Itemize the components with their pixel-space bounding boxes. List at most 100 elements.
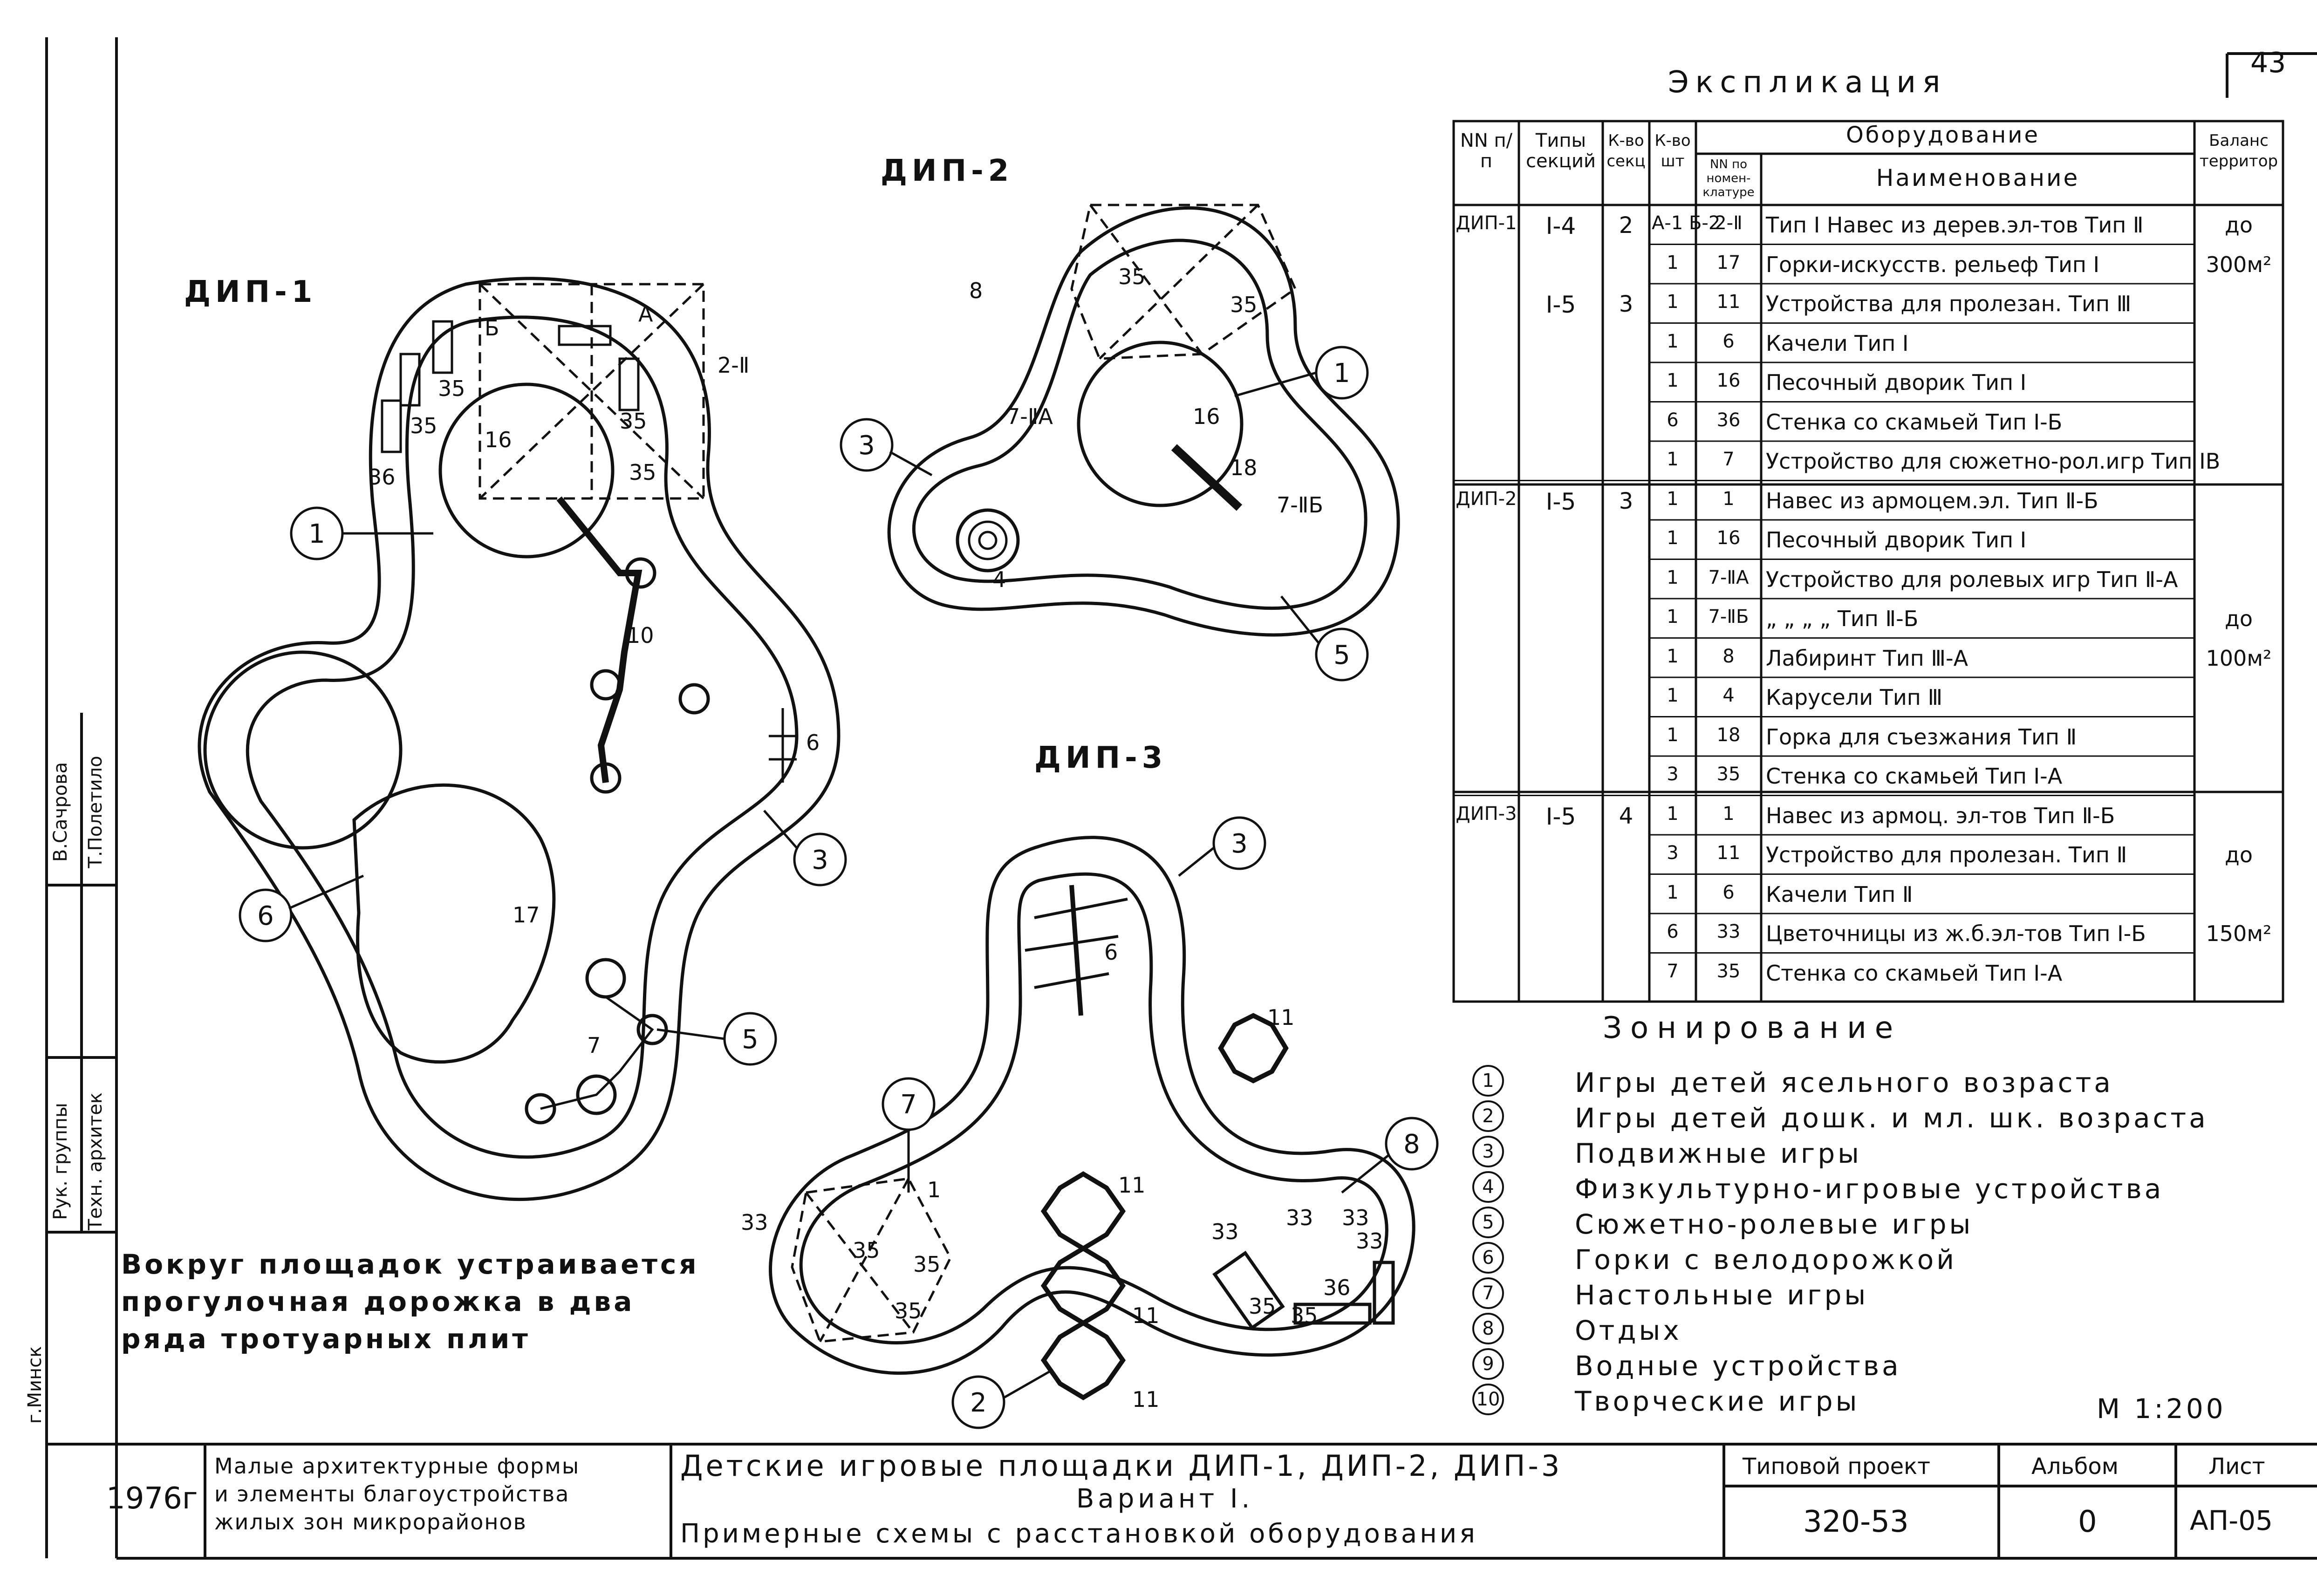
explication-cell-no: 18 [1716,724,1741,746]
explication-cell-sec: 4 [1619,803,1634,829]
dip2-title: ДИП-2 [881,154,1014,188]
dip1-label-35b: 35 [410,413,437,438]
dip1-label-b: Б [485,315,499,341]
dip1-label-36: 36 [368,464,396,490]
dip3-label-33e: 33 [1356,1228,1383,1254]
dip1-callout-5: 5 [742,1024,759,1055]
tb-title-1: Детские игровые площадки ДИП-1, ДИП-2, Д… [680,1449,1563,1483]
explication-cell-no: 35 [1716,764,1741,785]
explication-cell-type: I-4 [1545,212,1576,239]
dip2-label-18: 18 [1230,455,1258,480]
zone-number-badge: 8 [1472,1313,1504,1344]
dip2-label-35a: 35 [1118,264,1146,289]
note-line-2: прогулочная дорожка в два [121,1286,635,1317]
dip1-title: ДИП-1 [184,275,317,309]
zone-label: Физкультурно-игровые устройства [1575,1173,2164,1205]
explication-cell-sec: 3 [1619,291,1634,317]
dip1-label-35d: 35 [629,460,656,485]
tb-album-label: Альбом [2031,1453,2119,1480]
explication-cell-no: 4 [1722,685,1735,706]
dip3-label-35c: 35 [853,1238,880,1263]
note-line-1: Вокруг площадок устраивается [121,1248,699,1280]
explication-cell-qty: 1 [1667,449,1679,470]
explication-cell-no: 16 [1716,527,1741,549]
explication-cell-no: 2-Ⅱ [1715,212,1743,234]
explication-cell-qty: 1 [1667,527,1679,549]
dip3-label-11b: 11 [1118,1173,1146,1198]
explication-title: Экспликация [1668,65,1947,100]
explication-cell-name: Стенка со скамьей Тип I-А [1766,960,2063,986]
explication-cell-name: Навес из армоц. эл-тов Тип Ⅱ-Б [1766,803,2115,828]
dip3-path-inner [799,872,1388,1344]
scale-label: М 1:200 [2097,1393,2226,1425]
explication-cell-name: Стенка со скамьей Тип I-А [1766,764,2063,789]
dip1-path-inner [246,315,799,1159]
zone-number-badge: 4 [1472,1171,1504,1203]
explication-cell-qty: 7 [1667,960,1679,982]
dip1-label-35c: 35 [620,409,647,434]
zoning-title: Зонирование [1603,1011,1902,1045]
explication-cell-dip: ДИП-1 [1456,212,1517,234]
dip1-path-outer [198,277,841,1201]
plans-drawing: 16 35 35 36 35 35 10 6 7 17 А Б 2-Ⅱ 35 3… [198,204,1439,1429]
dip2-path-outer [887,206,1400,637]
explication-cell-qty: 6 [1667,921,1679,942]
dip3-label-33d: 33 [1342,1205,1369,1230]
note-line-3: ряда тротуарных плит [121,1323,531,1355]
explication-cell-no: 6 [1722,330,1735,352]
explication-cell-name: Тип I Навес из дерев.эл-тов Тип Ⅱ [1766,212,2144,238]
dip2-carousel [956,508,1020,573]
dip2-label-35b: 35 [1230,292,1258,317]
dip2-path-inner [912,239,1367,610]
dip3-path-outer [769,836,1415,1375]
tb-sheet-value: АП-05 [2190,1505,2273,1536]
explication-cell-no: 35 [1716,960,1741,982]
tb-year: 1976г [106,1481,198,1516]
zone-label: Творческие игры [1575,1385,1860,1417]
dip3-label-35d: 35 [913,1252,941,1277]
dip3-label-35a: 35 [1249,1294,1276,1319]
dip2-label-8: 8 [969,278,983,303]
dip1-callout-6: 6 [257,901,274,931]
explication-cell-no: 1 [1722,488,1735,510]
explication-cell-qty: 1 [1667,606,1679,627]
zone-number-badge: 5 [1472,1207,1504,1238]
dip3-callout-3: 3 [1231,829,1248,859]
explication-cell-bal: 100м² [2206,645,2272,671]
tb-org-3: жилых зон микрорайонов [214,1509,527,1535]
dip3-label-35b: 35 [1291,1303,1318,1328]
explication-cell-name: Качели Тип Ⅱ [1766,881,1913,907]
explication-cell-qty: 3 [1667,764,1679,785]
th-equipment: Оборудование [1846,122,2040,148]
zone-label: Игры детей дошк. и мл. шк. возраста [1575,1102,2208,1134]
walkway-note: Вокруг площадок устраивается прогулочная… [121,1248,699,1355]
explication-cell-no: 6 [1722,881,1735,903]
explication-cell-name: „ „ „ „ Тип Ⅱ-Б [1766,606,1919,631]
dip2-callout-1: 1 [1333,358,1350,389]
explication-cell-no: 11 [1716,291,1741,313]
dip2-callout-5: 5 [1333,640,1350,670]
dip3-label-11c: 11 [1132,1303,1160,1328]
th-name: Наименование [1876,164,2080,191]
explication-cell-dip: ДИП-2 [1456,488,1517,510]
dip1-label-a: А [638,301,653,327]
explication-cell-bal: до [2225,606,2253,631]
dip1-slide-zone [352,783,556,1064]
dip3-callout-2: 2 [970,1388,987,1418]
dip3-callout-7: 7 [900,1090,917,1120]
th-num: NN п/п [1460,130,1513,172]
explication-cell-type: I-5 [1545,291,1576,318]
dip1-label-17: 17 [513,902,540,928]
explication-table: NN п/п Типы секций К-во секц К-во шт Обо… [1452,120,2284,1003]
explication-cell-no: 33 [1716,921,1741,942]
explication-cell-dip: ДИП-3 [1456,803,1517,825]
dip2-label-7iia: 7-ⅡА [1006,404,1053,429]
tb-org-1: Малые архитектурные формы [214,1453,580,1479]
dip2-sandbox [1077,341,1244,507]
dip3-label-36: 36 [1323,1275,1351,1300]
explication-cell-no: 7-ⅡБ [1708,606,1749,627]
zone-label: Водные устройства [1575,1350,1901,1382]
dip3-label-35e: 35 [895,1298,922,1323]
th-nomencl: NN по номен-клатуре [1702,157,1755,199]
